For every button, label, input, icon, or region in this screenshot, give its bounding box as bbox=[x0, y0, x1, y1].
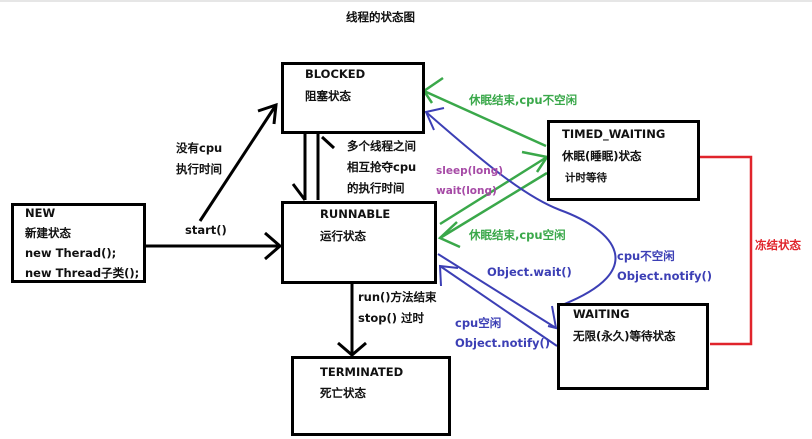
label-cpu-free: cpu空闲 bbox=[455, 316, 502, 330]
state-runnable-box bbox=[281, 201, 437, 284]
arrow-timed-to-runnable bbox=[437, 171, 548, 249]
state-waiting-desc: 无限(永久)等待状态 bbox=[573, 329, 676, 343]
label-no-cpu-2: 执行时间 bbox=[176, 162, 222, 176]
label-notify-busy: Object.notify() bbox=[617, 269, 712, 283]
state-new-line-2: new Thread子类(); bbox=[25, 266, 140, 280]
label-compete-2: 相互抢夺cpu bbox=[347, 160, 417, 174]
arrow-blocked-to-runnable bbox=[291, 133, 307, 201]
state-waiting-name: WAITING bbox=[573, 307, 630, 321]
label-run-end: run()方法结束 bbox=[358, 290, 437, 304]
state-timed-waiting-name: TIMED_WAITING bbox=[562, 127, 666, 141]
state-runnable-name: RUNNABLE bbox=[320, 207, 391, 221]
label-start: start() bbox=[185, 223, 227, 237]
state-terminated-name: TERMINATED bbox=[320, 365, 404, 379]
arrow-waiting-to-runnable bbox=[438, 264, 558, 347]
arrow-runnable-to-blocked bbox=[316, 134, 336, 200]
state-blocked-name: BLOCKED bbox=[305, 67, 366, 81]
state-waiting-box bbox=[557, 303, 709, 390]
state-timed-waiting-sub: 计时等待 bbox=[565, 172, 607, 184]
diagram-title: 线程的状态图 bbox=[346, 10, 415, 24]
state-new-desc: 新建状态 bbox=[25, 226, 71, 240]
label-sleep-end-cpu-free: 休眠结束,cpu空闲 bbox=[469, 228, 566, 242]
label-frozen: 冻结状态 bbox=[755, 238, 801, 252]
state-timed-waiting-desc: 休眠(睡眠)状态 bbox=[562, 149, 642, 163]
arrow-timed-to-blocked bbox=[422, 76, 547, 148]
arrow-runnable-to-waiting bbox=[437, 253, 558, 330]
state-runnable-desc: 运行状态 bbox=[320, 229, 366, 243]
label-wait-long: wait(long) bbox=[436, 185, 497, 197]
state-terminated-box bbox=[291, 356, 451, 436]
label-no-cpu-1: 没有cpu bbox=[176, 141, 223, 155]
arrow-new-to-runnable bbox=[145, 231, 283, 261]
label-notify-free: Object.notify() bbox=[455, 336, 550, 350]
arrow-waiting-to-blocked bbox=[424, 107, 617, 306]
label-compete-3: 的执行时间 bbox=[347, 181, 405, 195]
arrow-to-blocked-no-cpu bbox=[198, 102, 278, 222]
state-blocked-box bbox=[281, 62, 425, 134]
frozen-bracket bbox=[699, 155, 753, 346]
top-border bbox=[0, 0, 812, 2]
label-cpu-busy: cpu不空闲 bbox=[617, 249, 675, 263]
arrow-runnable-to-terminated bbox=[337, 283, 367, 357]
state-new-name: NEW bbox=[25, 206, 56, 220]
state-terminated-desc: 死亡状态 bbox=[320, 386, 366, 400]
state-new-line-1: new Therad(); bbox=[25, 246, 117, 260]
state-timed-waiting-box bbox=[547, 120, 700, 201]
state-blocked-desc: 阻塞状态 bbox=[305, 89, 351, 103]
label-compete-1: 多个线程之间 bbox=[347, 139, 416, 153]
label-sleep-end-cpu-busy: 休眠结束,cpu不空闲 bbox=[469, 93, 578, 107]
state-new-box bbox=[11, 203, 146, 283]
label-sleep-long: sleep(long) bbox=[436, 165, 504, 177]
label-object-wait: Object.wait() bbox=[487, 265, 572, 279]
label-stop-deprecated: stop() 过时 bbox=[358, 311, 424, 325]
